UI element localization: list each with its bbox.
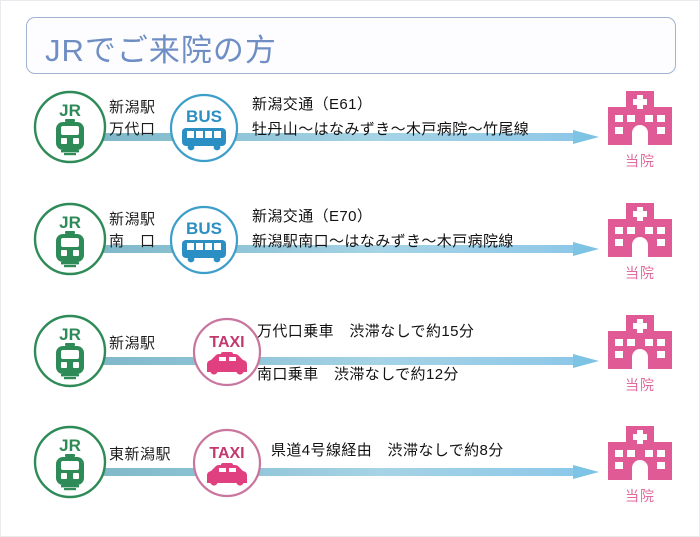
hospital-icon xyxy=(606,424,674,486)
station-line: 東新潟駅 xyxy=(109,446,172,463)
svg-text:JR: JR xyxy=(59,325,81,344)
jr-train-icon: JR xyxy=(32,201,108,277)
svg-text:JR: JR xyxy=(59,436,81,455)
svg-text:TAXI: TAXI xyxy=(209,445,244,462)
route-description-line: 新潟交通（E70） xyxy=(252,208,373,225)
route-arrow-head xyxy=(573,354,599,368)
station-line: 新潟駅 xyxy=(109,335,156,352)
svg-text:BUS: BUS xyxy=(186,219,222,238)
destination-label: 当院 xyxy=(625,265,655,281)
route-row: JR 新潟駅 TAXI xyxy=(1,307,699,415)
route-description-line: 牡丹山〜はなみずき〜木戸病院〜竹尾線 xyxy=(252,121,530,138)
route-arrow-head xyxy=(573,242,599,256)
route-description-line: 県道4号線経由 渋滞なしで約8分 xyxy=(271,442,504,459)
route-description: 万代口乗車 渋滞なしで約15分 南口乗車 渋滞なしで約12分 xyxy=(257,319,474,387)
station-line: 万代口 xyxy=(109,121,156,138)
route-arrow-bar xyxy=(89,245,573,253)
route-arrow xyxy=(89,242,599,256)
svg-text:TAXI: TAXI xyxy=(209,334,244,351)
taxi-icon: TAXI xyxy=(191,316,263,388)
route-arrow-head xyxy=(573,130,599,144)
route-description-line: 万代口乗車 渋滞なしで約15分 xyxy=(257,323,475,340)
station-label: 新潟駅 南 口 xyxy=(109,209,179,253)
route-description-line: 新潟駅南口〜はなみずき〜木戸病院線 xyxy=(252,233,514,250)
jr-train-icon: JR xyxy=(32,424,108,500)
jr-train-icon: JR xyxy=(32,313,108,389)
route-arrow xyxy=(89,354,599,368)
jr-train-icon: JR xyxy=(32,89,108,165)
route-row: JR 東新潟駅 TAXI xyxy=(1,418,699,526)
route-arrow xyxy=(89,465,599,479)
station-label: 新潟駅 xyxy=(109,333,179,355)
route-arrow-bar xyxy=(89,468,573,476)
route-description: 県道4号線経由 渋滞なしで約8分 xyxy=(271,438,504,463)
svg-text:JR: JR xyxy=(59,213,81,232)
hospital-icon xyxy=(606,313,674,375)
route-description-line: 南口乗車 渋滞なしで約12分 xyxy=(257,366,459,383)
station-line: 新潟駅 xyxy=(109,99,156,116)
taxi-icon: TAXI xyxy=(191,427,263,499)
svg-text:JR: JR xyxy=(59,101,81,120)
route-row: JR 新潟駅 南 口 BUS xyxy=(1,195,699,303)
page-title: JRでご来院の方 xyxy=(45,33,277,68)
route-description: 新潟交通（E61） 牡丹山〜はなみずき〜木戸病院〜竹尾線 xyxy=(252,92,529,142)
station-line: 新潟駅 xyxy=(109,211,156,228)
route-arrow xyxy=(89,130,599,144)
destination-label: 当院 xyxy=(625,377,655,393)
svg-text:BUS: BUS xyxy=(186,107,222,126)
station-line: 南 口 xyxy=(109,233,156,250)
route-description-line: 新潟交通（E61） xyxy=(252,96,373,113)
route-arrow-bar xyxy=(89,357,573,365)
station-label: 東新潟駅 xyxy=(109,444,195,466)
route-arrow-head xyxy=(573,465,599,479)
destination-label: 当院 xyxy=(625,488,655,504)
route-row: JR 新潟駅 万代口 BUS xyxy=(1,83,699,191)
page-title-box: JRでご来院の方 xyxy=(26,17,676,74)
bus-icon: BUS xyxy=(168,204,240,276)
hospital-icon xyxy=(606,89,674,151)
route-arrow-bar xyxy=(89,133,573,141)
bus-icon: BUS xyxy=(168,92,240,164)
route-description: 新潟交通（E70） 新潟駅南口〜はなみずき〜木戸病院線 xyxy=(252,204,514,254)
station-label: 新潟駅 万代口 xyxy=(109,97,179,141)
destination-label: 当院 xyxy=(625,153,655,169)
hospital-icon xyxy=(606,201,674,263)
